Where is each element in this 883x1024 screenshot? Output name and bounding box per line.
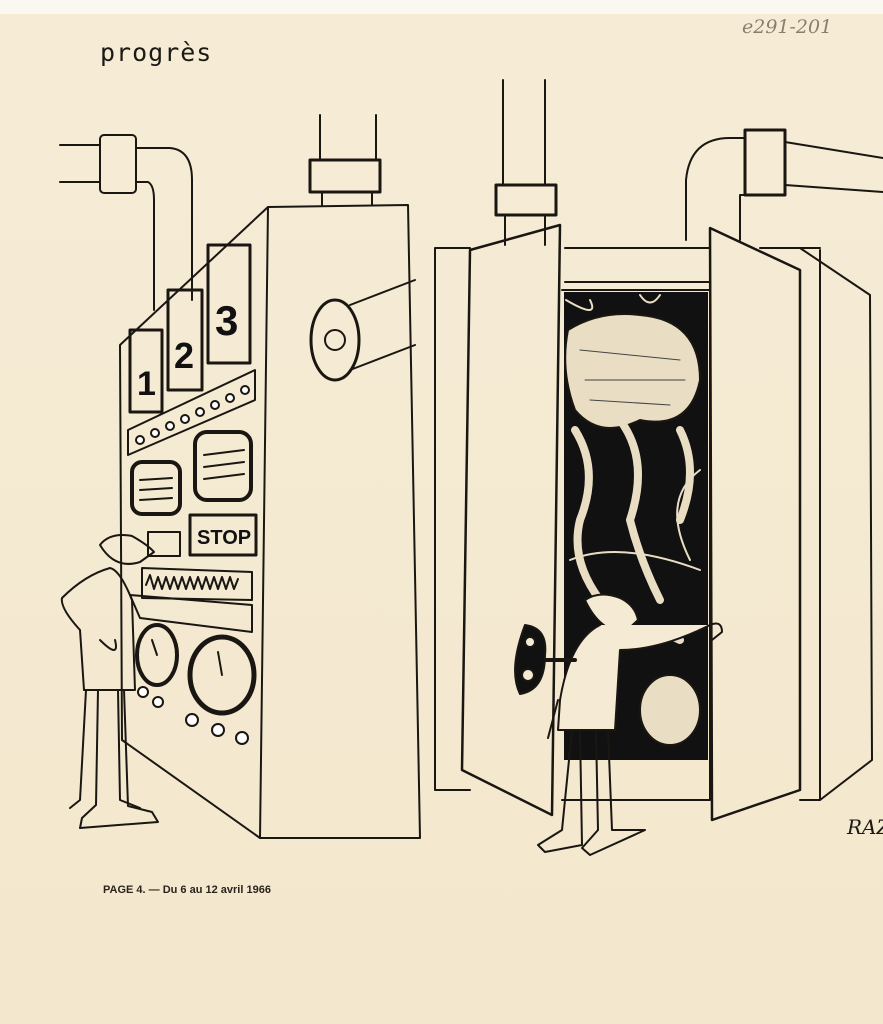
page-caption: PAGE 4. — Du 6 au 12 avril 1966 (103, 884, 271, 896)
pipe-top-right-machine (494, 79, 558, 246)
right-machine (434, 247, 873, 801)
page-title: progrès (100, 38, 213, 67)
counter-digit-1: 1 (137, 365, 156, 403)
man-at-control-panel (60, 534, 159, 829)
artist-signature: RAZ (847, 815, 883, 839)
pipe-top-left-machine (308, 114, 382, 206)
left-door-open (460, 223, 562, 817)
scan-edge (0, 0, 883, 14)
left-machine: 1 2 3 STOP (119, 204, 421, 839)
wind-up-man-opening-door (514, 593, 723, 856)
counter-digit-3: 3 (215, 297, 238, 344)
pipe-right (685, 128, 883, 241)
stop-label: STOP (197, 527, 251, 549)
handwritten-reference: e291-201 (742, 16, 833, 38)
pipe-left (59, 134, 193, 311)
right-door-open (708, 226, 802, 822)
counter-digit-2: 2 (174, 335, 194, 376)
